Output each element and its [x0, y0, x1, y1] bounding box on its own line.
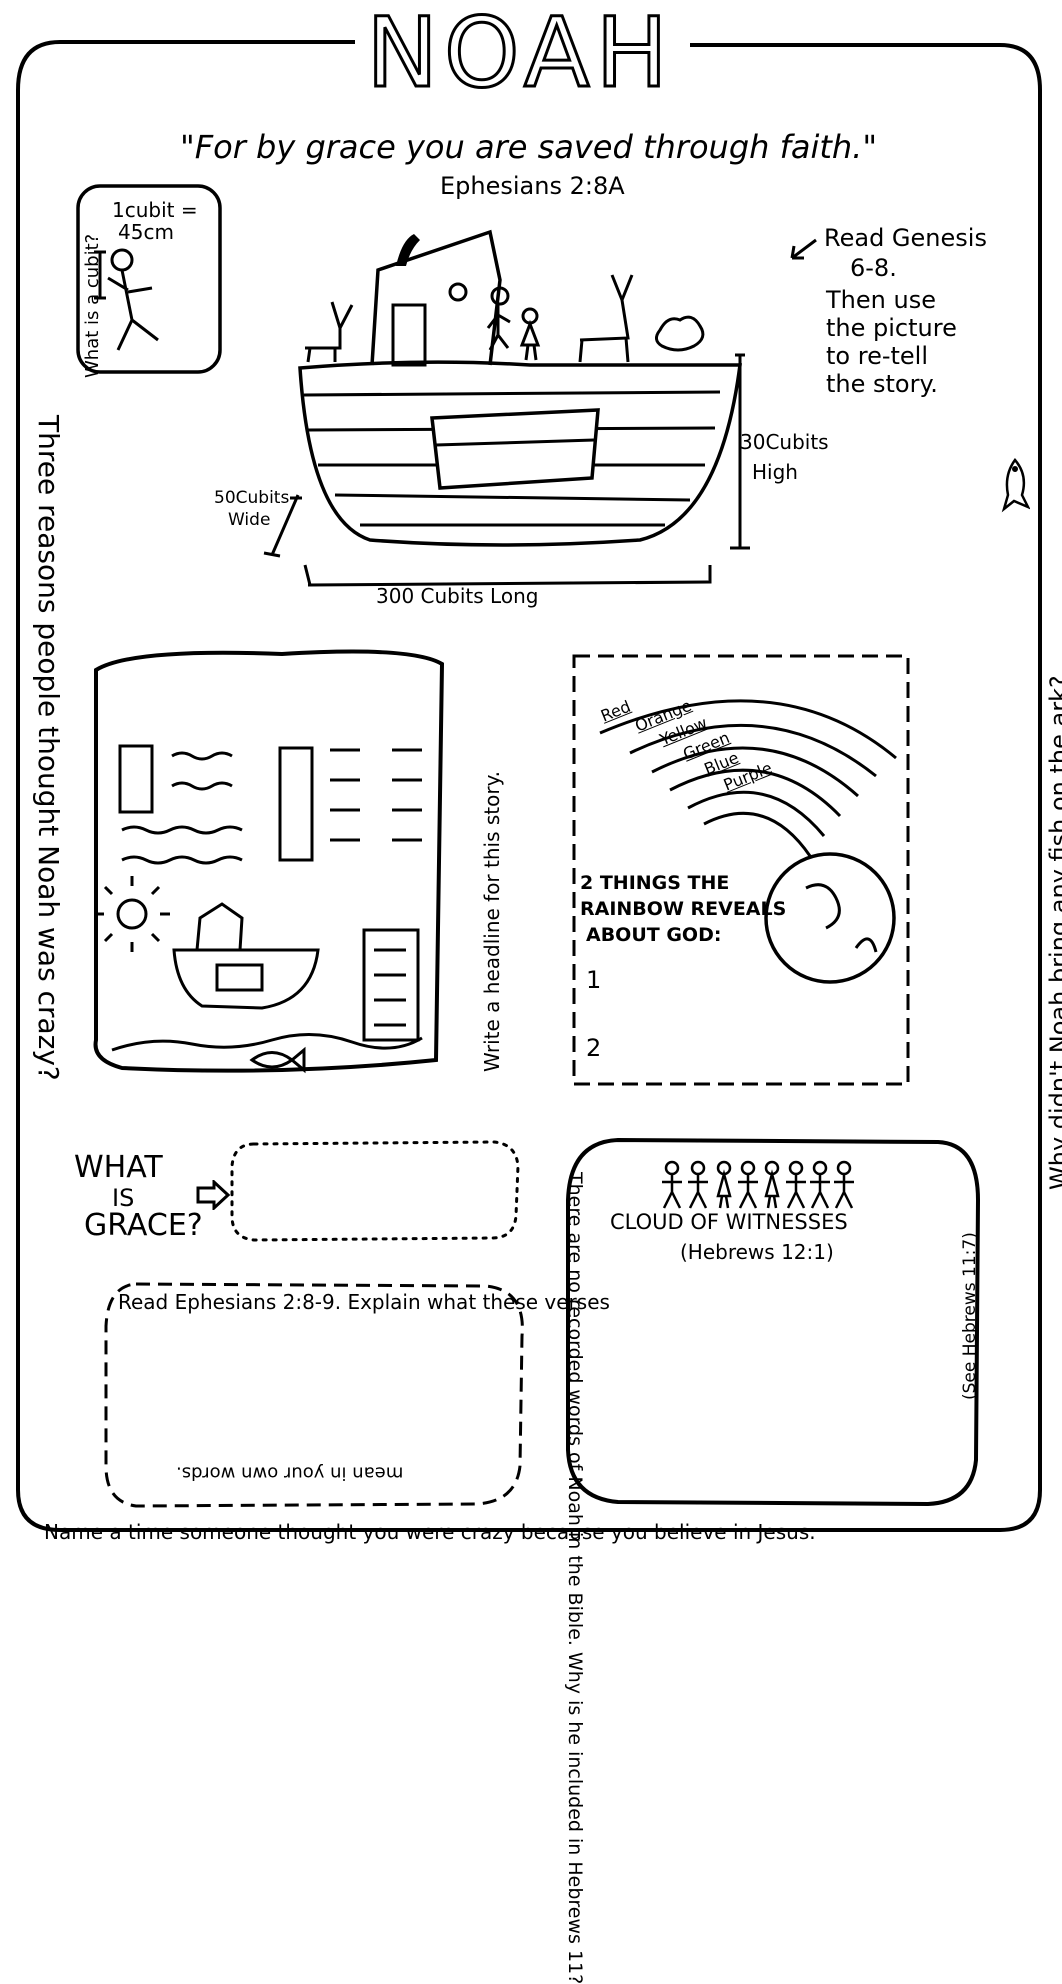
rainbow-box [572, 654, 910, 1086]
read-genesis-1: Read Genesis [824, 224, 987, 252]
height-label-1: 30Cubits [740, 430, 829, 454]
fish-question: Why didn't Noah bring any fish on the ar… [1045, 675, 1062, 1190]
rainbow-heading-2: RAINBOW REVEALS [580, 898, 787, 920]
page-frame [16, 40, 1042, 1532]
memory-verse: "For by grace you are saved through fait… [180, 128, 878, 166]
ark-drawing [263, 229, 750, 587]
width-label-2: Wide [228, 510, 271, 530]
read-genesis-4: the picture [826, 314, 957, 342]
witnesses-title: CLOUD OF WITNESSES [610, 1210, 848, 1234]
read-genesis-3: Then use [826, 286, 936, 314]
witnesses-side-text: There are no recorded words of Noah in t… [564, 1172, 586, 1984]
arrow-right-icon [196, 1180, 230, 1210]
length-label: 300 Cubits Long [376, 584, 539, 608]
rainbow-item-2: 2 [586, 1034, 602, 1062]
cubit-question: What is a cubit? [82, 233, 103, 378]
worksheet: NOAH "For by grace you are saved through… [16, 0, 1062, 1984]
cubit-definition-2: 45cm [118, 220, 174, 244]
headline-prompt: Write a headline for this story. [480, 771, 504, 1072]
ephesians-prompt-continued: mean in your own words. [176, 1462, 404, 1484]
grace-line-2: IS [112, 1184, 135, 1212]
cubit-definition-1: 1cubit = [112, 198, 198, 222]
rainbow-heading-3: ABOUT GOD: [586, 924, 722, 946]
arrow-icon [790, 238, 817, 260]
witnesses-box [566, 1137, 981, 1507]
ephesians-prompt: Read Ephesians 2:8-9. Explain what these… [118, 1290, 610, 1314]
grace-answer-box[interactable] [224, 1136, 524, 1246]
height-label-2: High [752, 460, 798, 484]
three-reasons-prompt: Three reasons people thought Noah was cr… [32, 415, 65, 1081]
width-label-1: 50Cubits [214, 488, 290, 508]
fish-icon [1001, 457, 1030, 513]
witnesses-reference: (Hebrews 12:1) [680, 1240, 834, 1264]
newspaper-box [93, 649, 445, 1074]
read-genesis-2: 6-8. [850, 254, 897, 282]
grace-line-3: GRACE? [84, 1208, 203, 1243]
grace-line-1: WHAT [74, 1150, 163, 1185]
witnesses-side-reference: (See Hebrews 11:7) [960, 1232, 980, 1400]
verse-reference: Ephesians 2:8A [440, 172, 625, 200]
read-genesis-5: to re-tell [826, 342, 928, 370]
page-title: NOAH [365, 0, 674, 109]
rainbow-item-1: 1 [586, 966, 602, 994]
cubit-box [76, 184, 222, 374]
rainbow-heading-1: 2 THINGS THE [580, 872, 730, 894]
read-genesis-6: the story. [826, 370, 938, 398]
bottom-prompt: Name a time someone thought you were cra… [44, 1520, 816, 1544]
